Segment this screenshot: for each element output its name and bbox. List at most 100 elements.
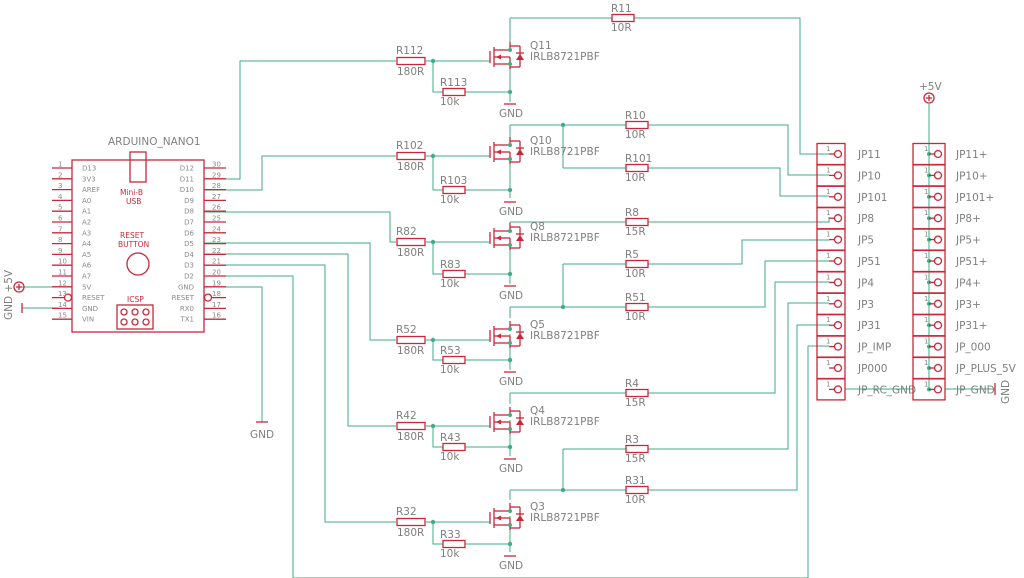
mosfet-name: Q3 — [530, 501, 545, 513]
resistor-name: R31 — [625, 475, 646, 487]
junction-dot — [507, 89, 513, 95]
gate-resistor-value: 180R — [397, 161, 424, 173]
pin-name: D12 — [180, 165, 194, 173]
pin-number: 1 — [58, 161, 62, 169]
pin-name: A7 — [82, 273, 91, 281]
gate-resistor — [396, 517, 426, 527]
icsp-label: ICSP — [127, 295, 144, 304]
connector-label: JP_000 — [955, 342, 991, 354]
pin-number: 21 — [212, 258, 221, 266]
pin-number: 6 — [58, 215, 63, 223]
pin-number: 22 — [212, 247, 221, 255]
resistor-value: 10R — [625, 172, 646, 184]
pin-number: 13 — [58, 290, 67, 298]
connector-label: JP101 — [857, 192, 887, 204]
mosfet-symbol — [489, 407, 524, 434]
connector-label: JP11 — [857, 149, 881, 161]
pin-name: D6 — [184, 229, 194, 237]
pin-name: A2 — [82, 219, 91, 227]
pin-name: AREF — [82, 186, 100, 194]
junction-dot — [430, 423, 436, 429]
icsp-pin — [131, 318, 139, 326]
svg-text:1: 1 — [924, 209, 928, 217]
pin-number: 25 — [212, 215, 221, 223]
pin-number: 28 — [212, 182, 221, 190]
pin-name: TX1 — [179, 316, 194, 324]
junction-dot — [507, 541, 513, 547]
reset-label-2: BUTTON — [118, 240, 149, 249]
pulldown-resistor-name: R83 — [440, 259, 461, 271]
junction-dots — [430, 58, 566, 547]
pin-name: A1 — [82, 208, 91, 216]
pulldown-resistor-value: 10k — [440, 451, 460, 463]
reset-button-circle — [126, 252, 150, 276]
icsp-pins — [120, 308, 150, 326]
gate-resistor-name: R82 — [396, 226, 417, 238]
pulldown-resistor-name: R33 — [440, 529, 461, 541]
connector-label: JP3+ — [955, 299, 981, 311]
svg-text:1: 1 — [924, 338, 928, 346]
wires — [22, 17, 995, 578]
svg-text:1: 1 — [924, 231, 928, 239]
junction-dot — [507, 187, 513, 193]
svg-text:1: 1 — [924, 295, 928, 303]
svg-text:1: 1 — [826, 316, 830, 324]
connector-label: JP_IMP — [857, 342, 891, 354]
svg-text:GND: GND — [1000, 380, 1012, 404]
usb-label-2: USB — [126, 197, 141, 206]
pulldown-resistor-name: R53 — [440, 345, 461, 357]
svg-text:1: 1 — [826, 252, 830, 260]
mosfet-part: IRLB8721PBF — [530, 51, 600, 63]
pin-name: 3V3 — [82, 175, 96, 183]
pin-name: RESET — [172, 294, 195, 302]
pin-name: A3 — [82, 229, 91, 237]
pin-name: GND — [82, 305, 98, 313]
connector-label: JP51+ — [955, 256, 988, 268]
junction-dot — [507, 444, 513, 450]
pin-name: D7 — [184, 219, 194, 227]
resistor-name: R101 — [625, 153, 652, 165]
svg-text:1: 1 — [826, 188, 830, 196]
pulldown-resistor — [442, 539, 466, 549]
mosfet-symbol — [489, 42, 524, 69]
pin-number: 15 — [58, 312, 67, 320]
svg-text:1: 1 — [924, 145, 928, 153]
svg-text:1: 1 — [826, 295, 830, 303]
pulldown-resistor — [442, 87, 466, 97]
gnd-label: GND — [499, 463, 523, 475]
pin-number: 29 — [212, 171, 221, 179]
pulldown-resistor — [442, 185, 466, 195]
svg-text:1: 1 — [826, 338, 830, 346]
mosfet-part: IRLB8721PBF — [530, 232, 600, 244]
resistor-name: R4 — [625, 378, 639, 390]
pin-number: 18 — [212, 290, 221, 298]
junction-dot — [430, 519, 436, 525]
gate-resistor-name: R42 — [396, 410, 417, 422]
arduino-nano-symbol: ARDUINO_NANO1 Mini-B USB RESET BUTTON IC… — [52, 136, 226, 333]
pin-name: D9 — [184, 197, 194, 205]
